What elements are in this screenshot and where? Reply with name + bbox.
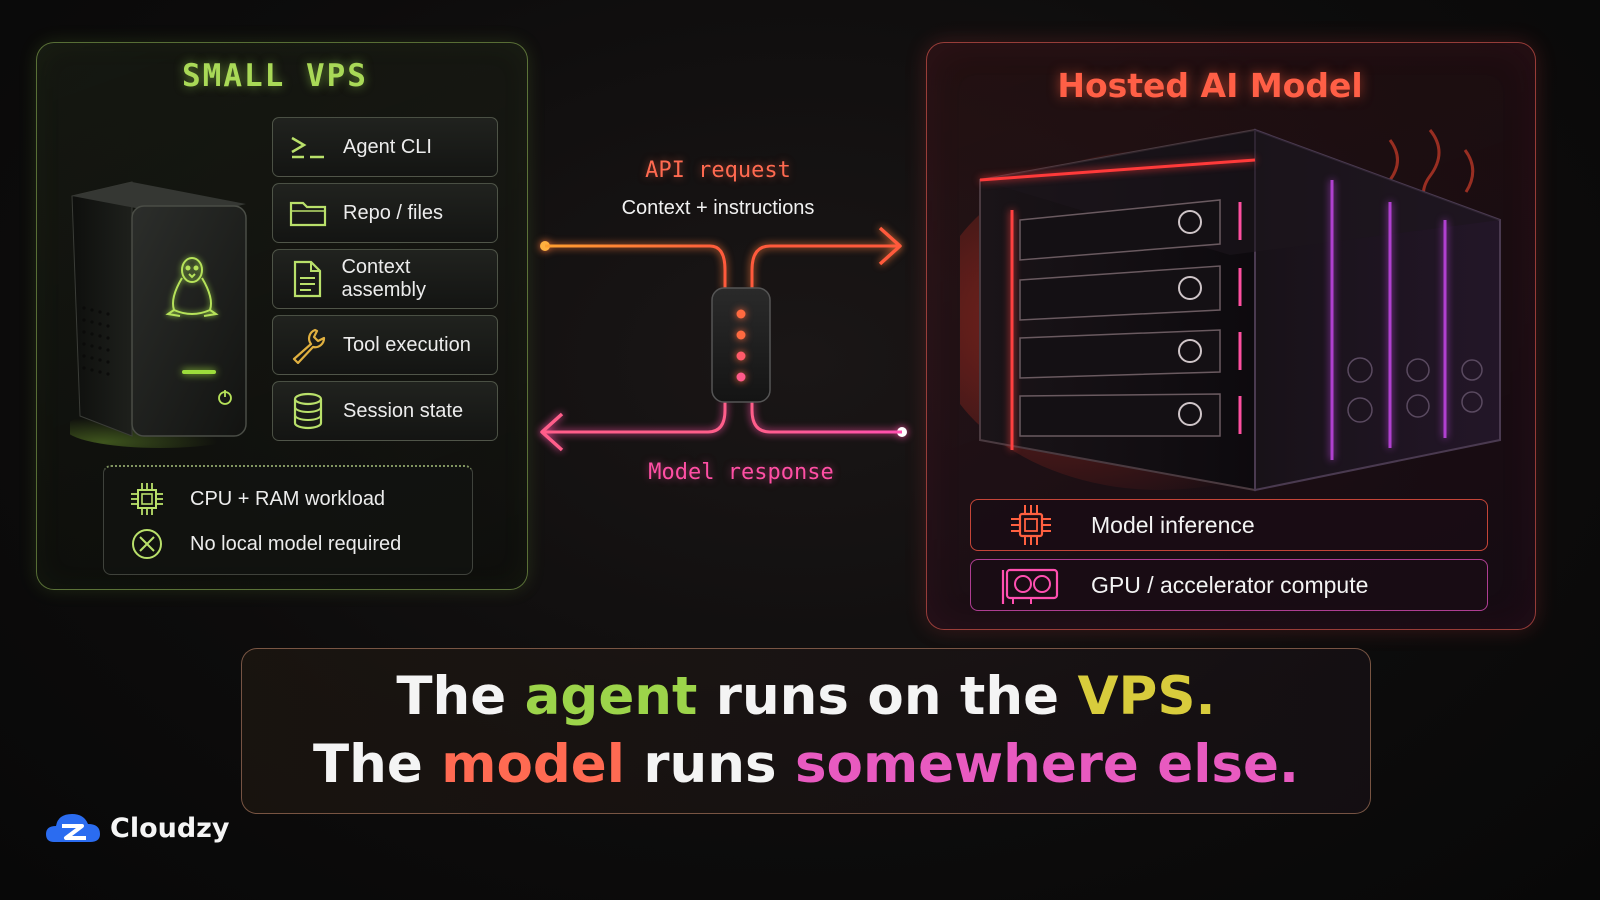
caption-word-somewhere-else: somewhere else. — [795, 734, 1300, 795]
footer-label: No local model required — [190, 532, 402, 555]
caption-word-agent: agent — [524, 666, 698, 727]
stack-item-session-state: Session state — [272, 381, 498, 441]
request-arrow — [540, 226, 902, 290]
stack-item-label: Context assembly — [341, 256, 426, 301]
model-response-label: Model response — [648, 460, 834, 485]
response-arrow — [540, 400, 907, 452]
stack-item-label: Session state — [343, 399, 464, 422]
footer-row-no-local-model: No local model required — [104, 527, 401, 561]
stack-item-label: Tool execution — [343, 333, 471, 356]
gateway-hub — [711, 287, 771, 403]
gpu-server-units — [1019, 199, 1242, 437]
caption-word-model: model — [441, 734, 625, 795]
linux-penguin-icon — [165, 257, 219, 317]
ai-item-label: GPU / accelerator compute — [1091, 571, 1369, 598]
cloudzy-logo: Cloudzy — [44, 806, 229, 850]
stack-item-repo-files: Repo / files — [272, 183, 498, 243]
document-icon — [273, 260, 341, 298]
mini-server-illustration — [70, 181, 255, 448]
api-request-label: API request — [645, 158, 791, 183]
server-rack-illustration — [960, 128, 1501, 492]
api-request-sublabel: Context + instructions — [621, 197, 815, 219]
summary-caption: The agent runs on the VPS. The model run… — [241, 648, 1371, 814]
power-icon — [218, 390, 232, 405]
gpu-icon — [971, 564, 1091, 606]
cpu-icon — [104, 481, 190, 517]
stack-item-label: Agent CLI — [343, 135, 432, 158]
footer-row-cpu: CPU + RAM workload — [104, 481, 385, 517]
x-circle-icon — [104, 527, 190, 561]
stack-item-tool-execution: Tool execution — [272, 315, 498, 375]
caption-line-2: The model runs somewhere else. — [312, 734, 1300, 795]
request-response-flow — [540, 226, 907, 452]
footer-label: CPU + RAM workload — [190, 487, 386, 510]
brand-name: Cloudzy — [110, 812, 230, 844]
wrench-icon — [273, 326, 343, 364]
vps-resource-notes: CPU + RAM workload No local model requir… — [103, 465, 473, 575]
stack-item-label: Repo / files — [343, 201, 444, 224]
chip-icon — [971, 502, 1091, 548]
caption-line-1: The agent runs on the VPS. — [396, 666, 1216, 727]
ai-panel-title: Hosted AI Model — [1057, 66, 1363, 105]
terminal-icon — [273, 132, 343, 162]
folder-icon — [273, 197, 343, 229]
ai-item-model-inference: Model inference — [970, 499, 1488, 551]
cloudzy-logo-icon — [46, 814, 100, 842]
ai-item-gpu-compute: GPU / accelerator compute — [970, 559, 1488, 611]
stack-item-context-assembly: Context assembly — [272, 249, 498, 309]
ai-item-label: Model inference — [1091, 511, 1255, 538]
caption-word-vps: VPS. — [1077, 666, 1216, 727]
vps-panel-title: SMALL VPS — [182, 58, 368, 94]
stack-item-agent-cli: Agent CLI — [272, 117, 498, 177]
database-icon — [273, 392, 343, 430]
